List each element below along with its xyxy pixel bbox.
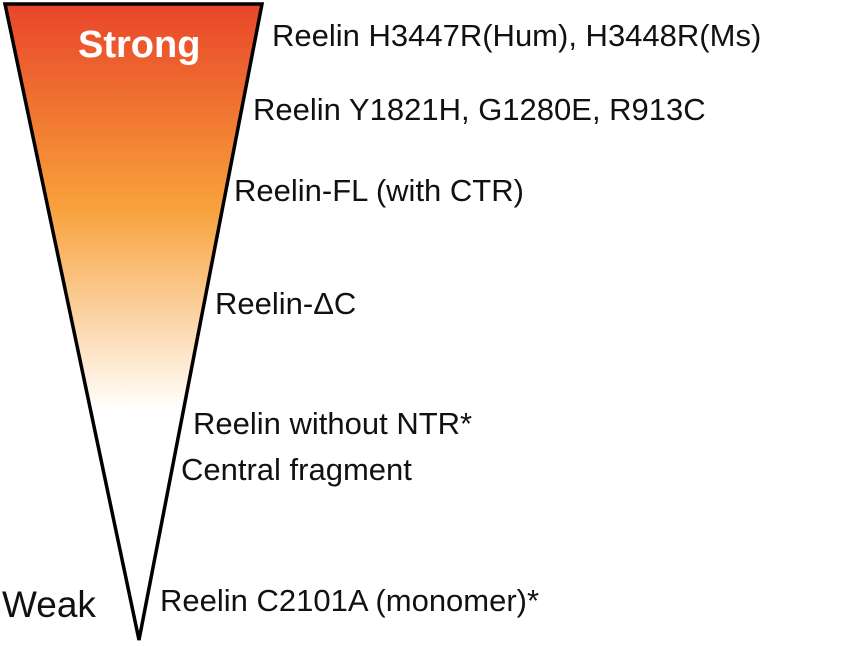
weak-label: Weak xyxy=(2,584,96,625)
gradient-triangle xyxy=(2,2,265,641)
item-label-reelin-delta-c: Reelin-ΔC xyxy=(215,286,357,321)
item-label-without-ntr: Reelin without NTR* xyxy=(193,406,473,441)
item-label-y1821h: Reelin Y1821H, G1280E, R913C xyxy=(253,92,706,127)
item-label-central-fragment: Central fragment xyxy=(181,452,412,487)
strong-label: Strong xyxy=(78,24,201,66)
item-label-c2101a: Reelin C2101A (monomer)* xyxy=(160,583,540,618)
item-label-h3447r: Reelin H3447R(Hum), H3448R(Ms) xyxy=(272,18,762,53)
item-label-reelin-fl: Reelin-FL (with CTR) xyxy=(234,173,524,208)
